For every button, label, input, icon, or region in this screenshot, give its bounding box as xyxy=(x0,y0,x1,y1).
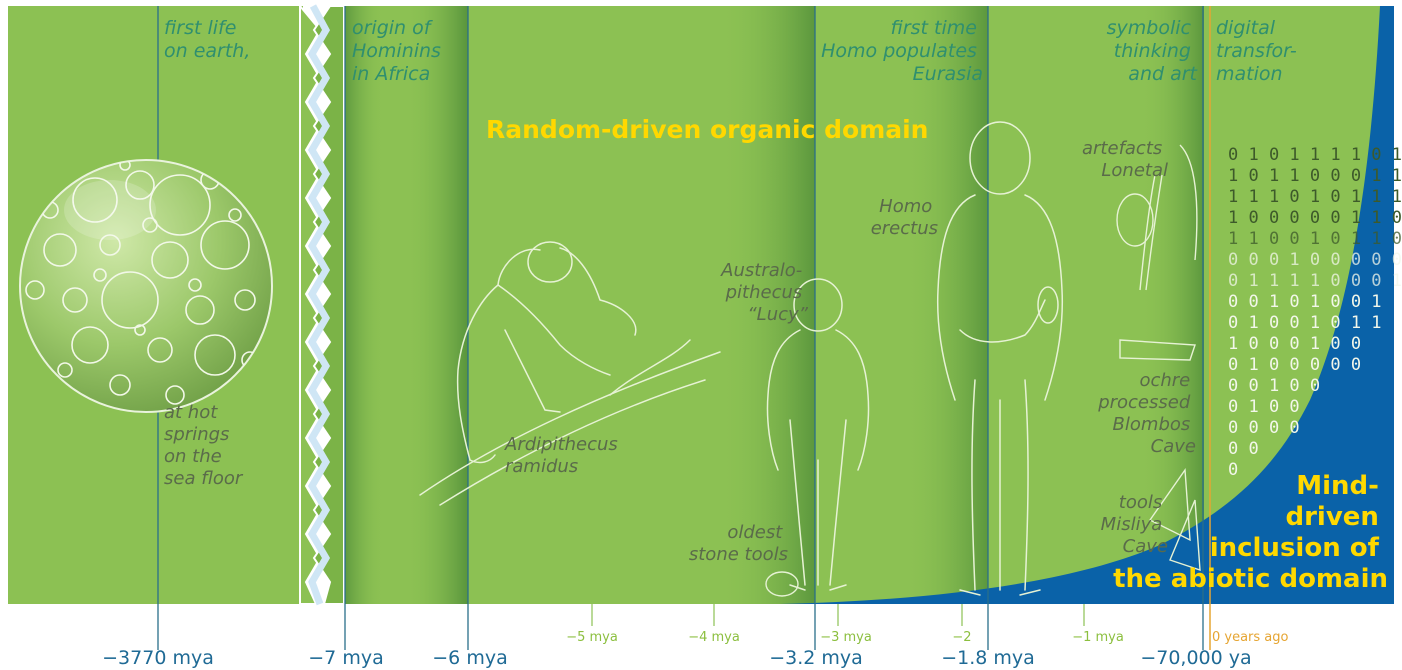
binary-row: 1 0 0 0 0 0 1 1 0 xyxy=(1228,208,1402,228)
band-shade-2 xyxy=(406,6,468,604)
binary-row: 0 xyxy=(1228,460,1238,480)
tick-minor-5mya: −5 mya xyxy=(566,630,618,645)
organic-domain-title: Random-driven organic domain xyxy=(486,115,928,144)
binary-row: 0 1 0 1 1 1 1 0 1 xyxy=(1228,145,1402,165)
band-shade-6 xyxy=(344,6,384,604)
binary-row: 0 1 1 1 1 0 0 0 1 xyxy=(1228,271,1402,291)
tick-major-7mya: −7 mya xyxy=(308,647,383,669)
binary-row: 0 1 0 0 0 0 0 xyxy=(1228,355,1361,375)
binary-row: 1 0 1 1 0 0 0 1 1 xyxy=(1228,166,1402,186)
label-homo-erectus: Homo erectus xyxy=(871,196,938,239)
tick-major-3770mya: −3770 mya xyxy=(102,647,214,669)
tick-minor-4mya: −4 mya xyxy=(688,630,740,645)
tick-minor-2: −2 xyxy=(952,630,971,645)
binary-row: 0 1 0 0 1 0 1 1 xyxy=(1228,313,1382,333)
binary-row: 1 0 0 0 1 0 0 xyxy=(1228,334,1361,354)
binary-row: 0 0 xyxy=(1228,439,1259,459)
tick-minor-3mya: −3 mya xyxy=(820,630,872,645)
tick-major-6mya: −6 mya xyxy=(432,647,507,669)
band-shade-4 xyxy=(905,6,988,604)
tick-zero-years-ago: 0 years ago xyxy=(1212,630,1289,645)
binary-row: 0 0 1 0 1 0 0 1 xyxy=(1228,292,1382,312)
earth-globe-illustration xyxy=(20,160,272,412)
binary-row: 0 0 0 1 0 0 0 0 0 xyxy=(1228,250,1402,270)
binary-row: 0 1 0 0 xyxy=(1228,397,1300,417)
minor-ticks xyxy=(592,604,1084,626)
binary-row: 0 0 1 0 0 xyxy=(1228,376,1320,396)
tick-minor-1mya: −1 mya xyxy=(1072,630,1124,645)
tick-major-70000ya: −70,000 ya xyxy=(1140,647,1251,669)
label-first-life: first life on earth, xyxy=(164,17,250,62)
tick-major-3-2mya: −3.2 mya xyxy=(769,647,863,669)
binary-row: 0 0 0 0 xyxy=(1228,418,1300,438)
binary-row: 1 1 1 0 1 0 1 1 1 xyxy=(1228,187,1402,207)
binary-row: 1 1 0 0 1 0 1 1 0 xyxy=(1228,229,1402,249)
tick-major-1-8mya: −1.8 mya xyxy=(941,647,1035,669)
